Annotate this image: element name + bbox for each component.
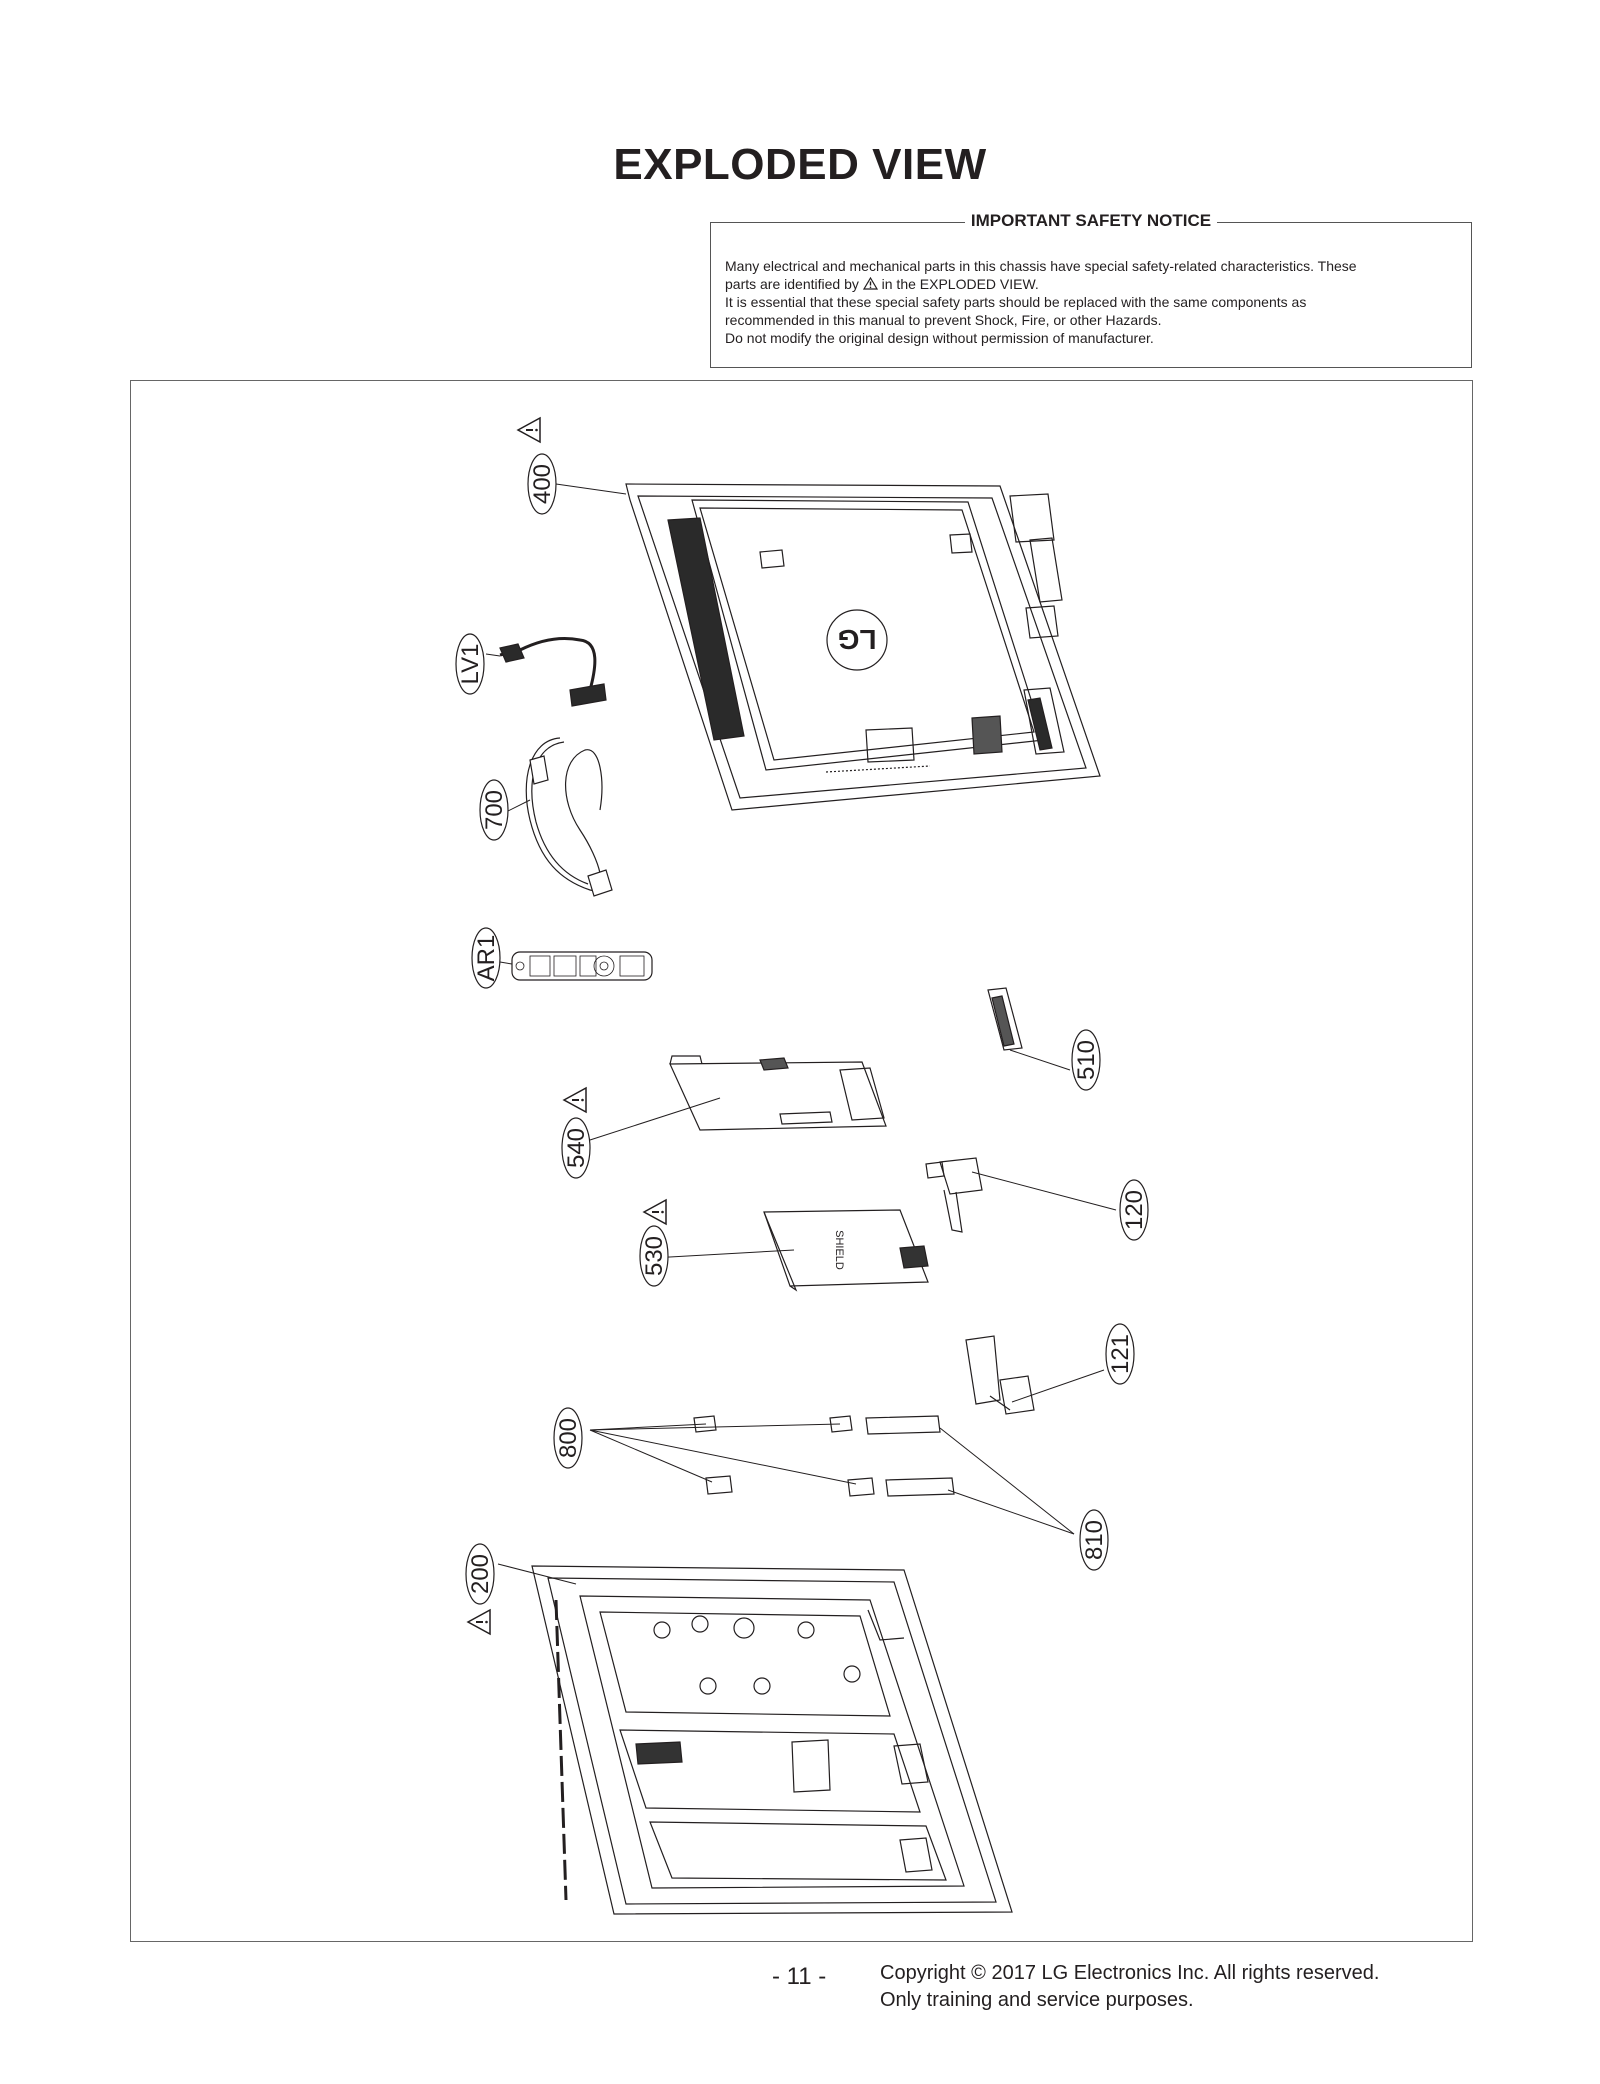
part-label-200: 200 [467,1554,494,1594]
part-510 [987,987,1023,1051]
part-label-121: 121 [1107,1334,1134,1374]
notice-line-4: recommended in this manual to prevent Sh… [725,312,1162,328]
part-label-lv1: LV1 [457,644,484,685]
remote-ar1 [511,951,653,981]
leader-lines [485,483,1117,1585]
part-label-800: 800 [555,1418,582,1458]
module-chassis-200 [531,1565,1013,1915]
warning-triangle-icon [517,417,541,443]
notice-line-3: It is essential that these special safet… [725,294,1307,310]
part-label-700: 700 [481,790,508,830]
part-label-ar1: AR1 [473,935,500,982]
exploded-view-diagram: LG [455,417,1149,1915]
part-120 [925,1157,983,1233]
main-board-540 [669,1055,887,1131]
part-label-810: 810 [1081,1520,1108,1560]
notice-line-1: Many electrical and mechanical parts in … [725,258,1357,274]
warning-triangle-icon [862,276,878,290]
cable-lv1 [499,636,607,707]
part-121 [965,1335,1035,1415]
part-label-400: 400 [529,464,556,504]
notice-line-2: parts are identified by in the EXPLODED … [725,276,1039,292]
part-label-120: 120 [1121,1190,1148,1230]
page-title: EXPLODED VIEW [613,140,987,189]
warning-triangle-icon [643,1199,667,1225]
svg-text:LG: LG [838,624,877,655]
part-label-530: 530 [641,1236,668,1276]
exploded-view-frame [130,380,1473,1942]
label-ovals [455,453,1149,1605]
back-cover-400: LG [625,483,1101,811]
warning-triangle-icon [467,1609,491,1635]
brackets-800-810 [693,1415,955,1497]
part-label-540: 540 [563,1128,590,1168]
power-board-530: SHIELD [763,1209,929,1292]
safety-notice-body: Many electrical and mechanical parts in … [725,257,1457,347]
warning-triangle-icon [563,1087,587,1113]
svg-text:SHIELD: SHIELD [833,1230,845,1270]
part-label-510: 510 [1073,1040,1100,1080]
copyright-notice: Copyright © 2017 LG Electronics Inc. All… [880,1962,1380,2011]
safety-notice-heading: IMPORTANT SAFETY NOTICE [964,211,1218,230]
safety-notice-box: IMPORTANT SAFETY NOTICE Many electrical … [710,211,1472,368]
page-number: - 11 - [772,1963,827,1990]
power-cord-700 [525,737,613,897]
notice-line-5: Do not modify the original design withou… [725,330,1154,346]
